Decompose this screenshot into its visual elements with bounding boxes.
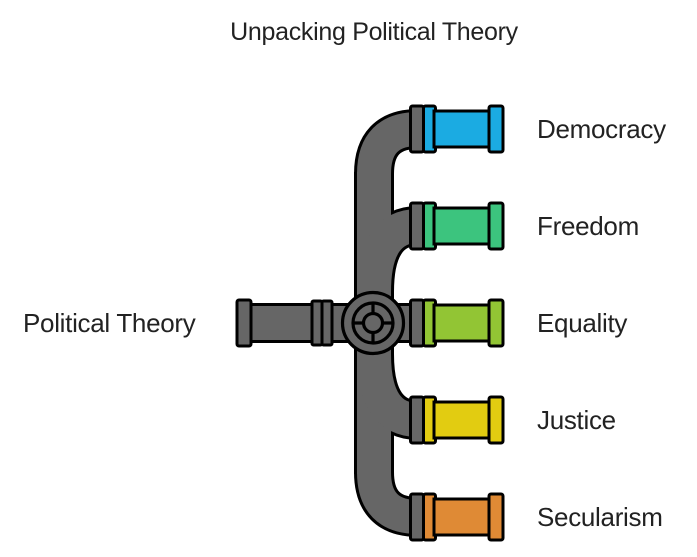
branch-pipe-freedom [409,201,505,251]
root-label: Political Theory [23,308,196,338]
branch-label-equality: Equality [537,308,627,338]
root-flange-ring [320,299,334,347]
branch-pipe-secularism [409,492,505,542]
branch-label-democracy: Democracy [537,114,666,144]
branch-pipe-equality [409,298,505,348]
valve-wheel-icon [340,290,406,356]
branch-label-justice: Justice [537,405,616,435]
branch-flange-ring [409,492,425,542]
branch-flange-ring [409,298,425,348]
branch-label-freedom: Freedom [537,211,639,241]
branch-end-cap [487,201,505,251]
branch-flange-ring [409,201,425,251]
branch-pipe-body [432,497,493,537]
branch-end-cap [487,492,505,542]
branch-flange-ring [409,395,425,445]
branch-end-cap [487,395,505,445]
branch-pipe-democracy [409,104,505,154]
root-end-cap [235,298,253,348]
branch-label-secularism: Secularism [537,502,663,532]
root-pipe [235,298,334,348]
branch-pipe-body [432,400,493,440]
branch-end-cap [487,298,505,348]
branch-end-cap [487,104,505,154]
diagram-title: Unpacking Political Theory [230,18,519,46]
branch-pipe-body [432,109,493,149]
branch-pipe-body [432,303,493,343]
branch-pipe-body [432,206,493,246]
branch-pipe-justice [409,395,505,445]
branch-flange-ring [409,104,425,154]
